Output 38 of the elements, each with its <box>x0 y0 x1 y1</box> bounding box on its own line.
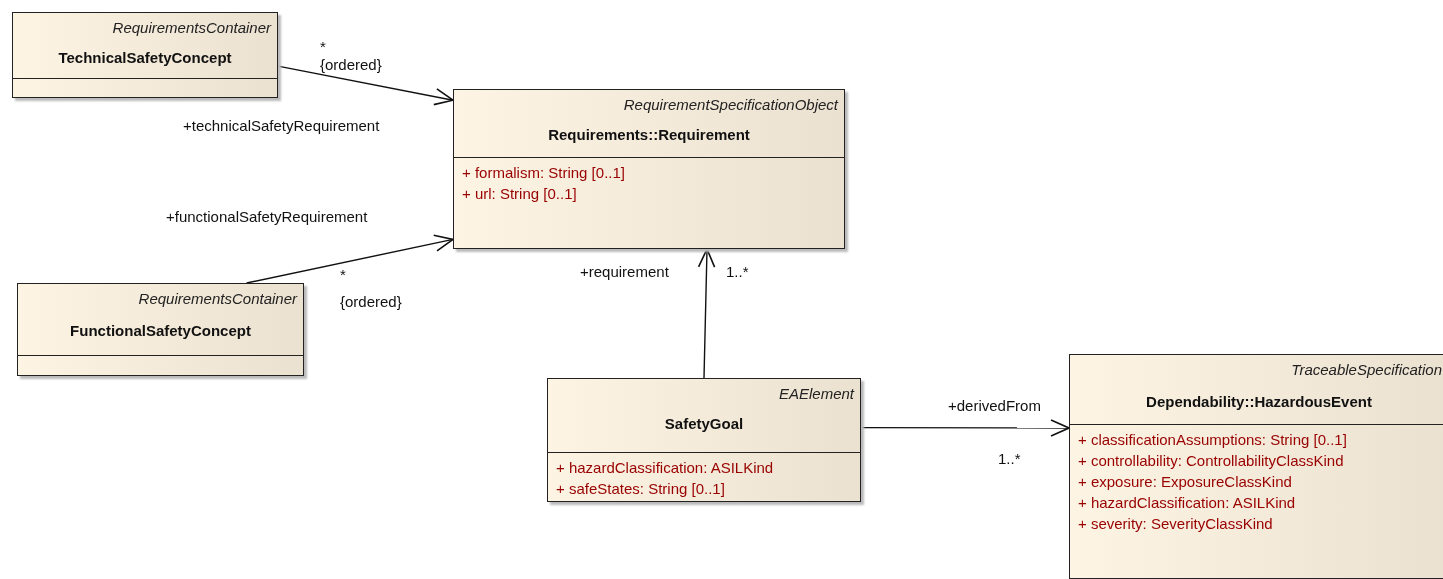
class-name: FunctionalSafetyConcept <box>70 322 251 339</box>
stereotype-label: EAElement <box>778 385 854 402</box>
association-arrow <box>860 419 1070 437</box>
attribute-text: + exposure: ExposureClassKind <box>1078 473 1292 490</box>
attribute-text: + formalism: String [0..1] <box>462 164 625 181</box>
association-arrow <box>697 248 716 379</box>
stereotype-label: RequirementSpecificationObject <box>623 96 838 113</box>
role-label: +functionalSafetyRequirement <box>166 208 368 225</box>
class-box <box>12 12 278 98</box>
attribute-text: + hazardClassification: ASILKind <box>1078 494 1296 511</box>
multiplicity-label: 1..* <box>998 450 1021 467</box>
class-box <box>1069 354 1443 579</box>
constraint-label: {ordered} <box>320 56 382 73</box>
constraint-label: {ordered} <box>340 293 402 310</box>
attribute-text: + classificationAssumptions: String [0..1] <box>1078 431 1347 448</box>
stereotype-label: RequirementsContainer <box>138 290 297 307</box>
role-label: +derivedFrom <box>948 397 1041 414</box>
stereotype-label: RequirementsContainer <box>112 19 271 36</box>
class-name: SafetyGoal <box>664 415 744 432</box>
attribute-text: + hazardClassification: ASILKind <box>556 459 774 476</box>
association-arrow <box>245 234 454 284</box>
attribute-text: + url: String [0..1] <box>462 185 577 202</box>
class-name: TechnicalSafetyConcept <box>58 49 232 66</box>
class-name: Requirements::Requirement <box>548 126 750 143</box>
multiplicity-label: 1..* <box>726 263 749 280</box>
multiplicity-label: * <box>340 266 346 283</box>
attribute-text: + controllability: ControllabilityClassKind <box>1078 452 1344 469</box>
class-box <box>547 378 861 502</box>
role-label: +requirement <box>580 263 669 280</box>
attribute-text: + severity: SeverityClassKind <box>1078 515 1273 532</box>
class-box <box>17 283 304 376</box>
class-box <box>453 89 845 249</box>
attribute-text: + safeStates: String [0..1] <box>556 480 725 497</box>
multiplicity-label: * <box>320 38 326 55</box>
class-name: Dependability::HazardousEvent <box>1146 393 1372 410</box>
association-arrow <box>277 65 454 106</box>
role-label: +technicalSafetyRequirement <box>183 117 380 134</box>
stereotype-label: TraceableSpecification <box>1291 361 1442 378</box>
